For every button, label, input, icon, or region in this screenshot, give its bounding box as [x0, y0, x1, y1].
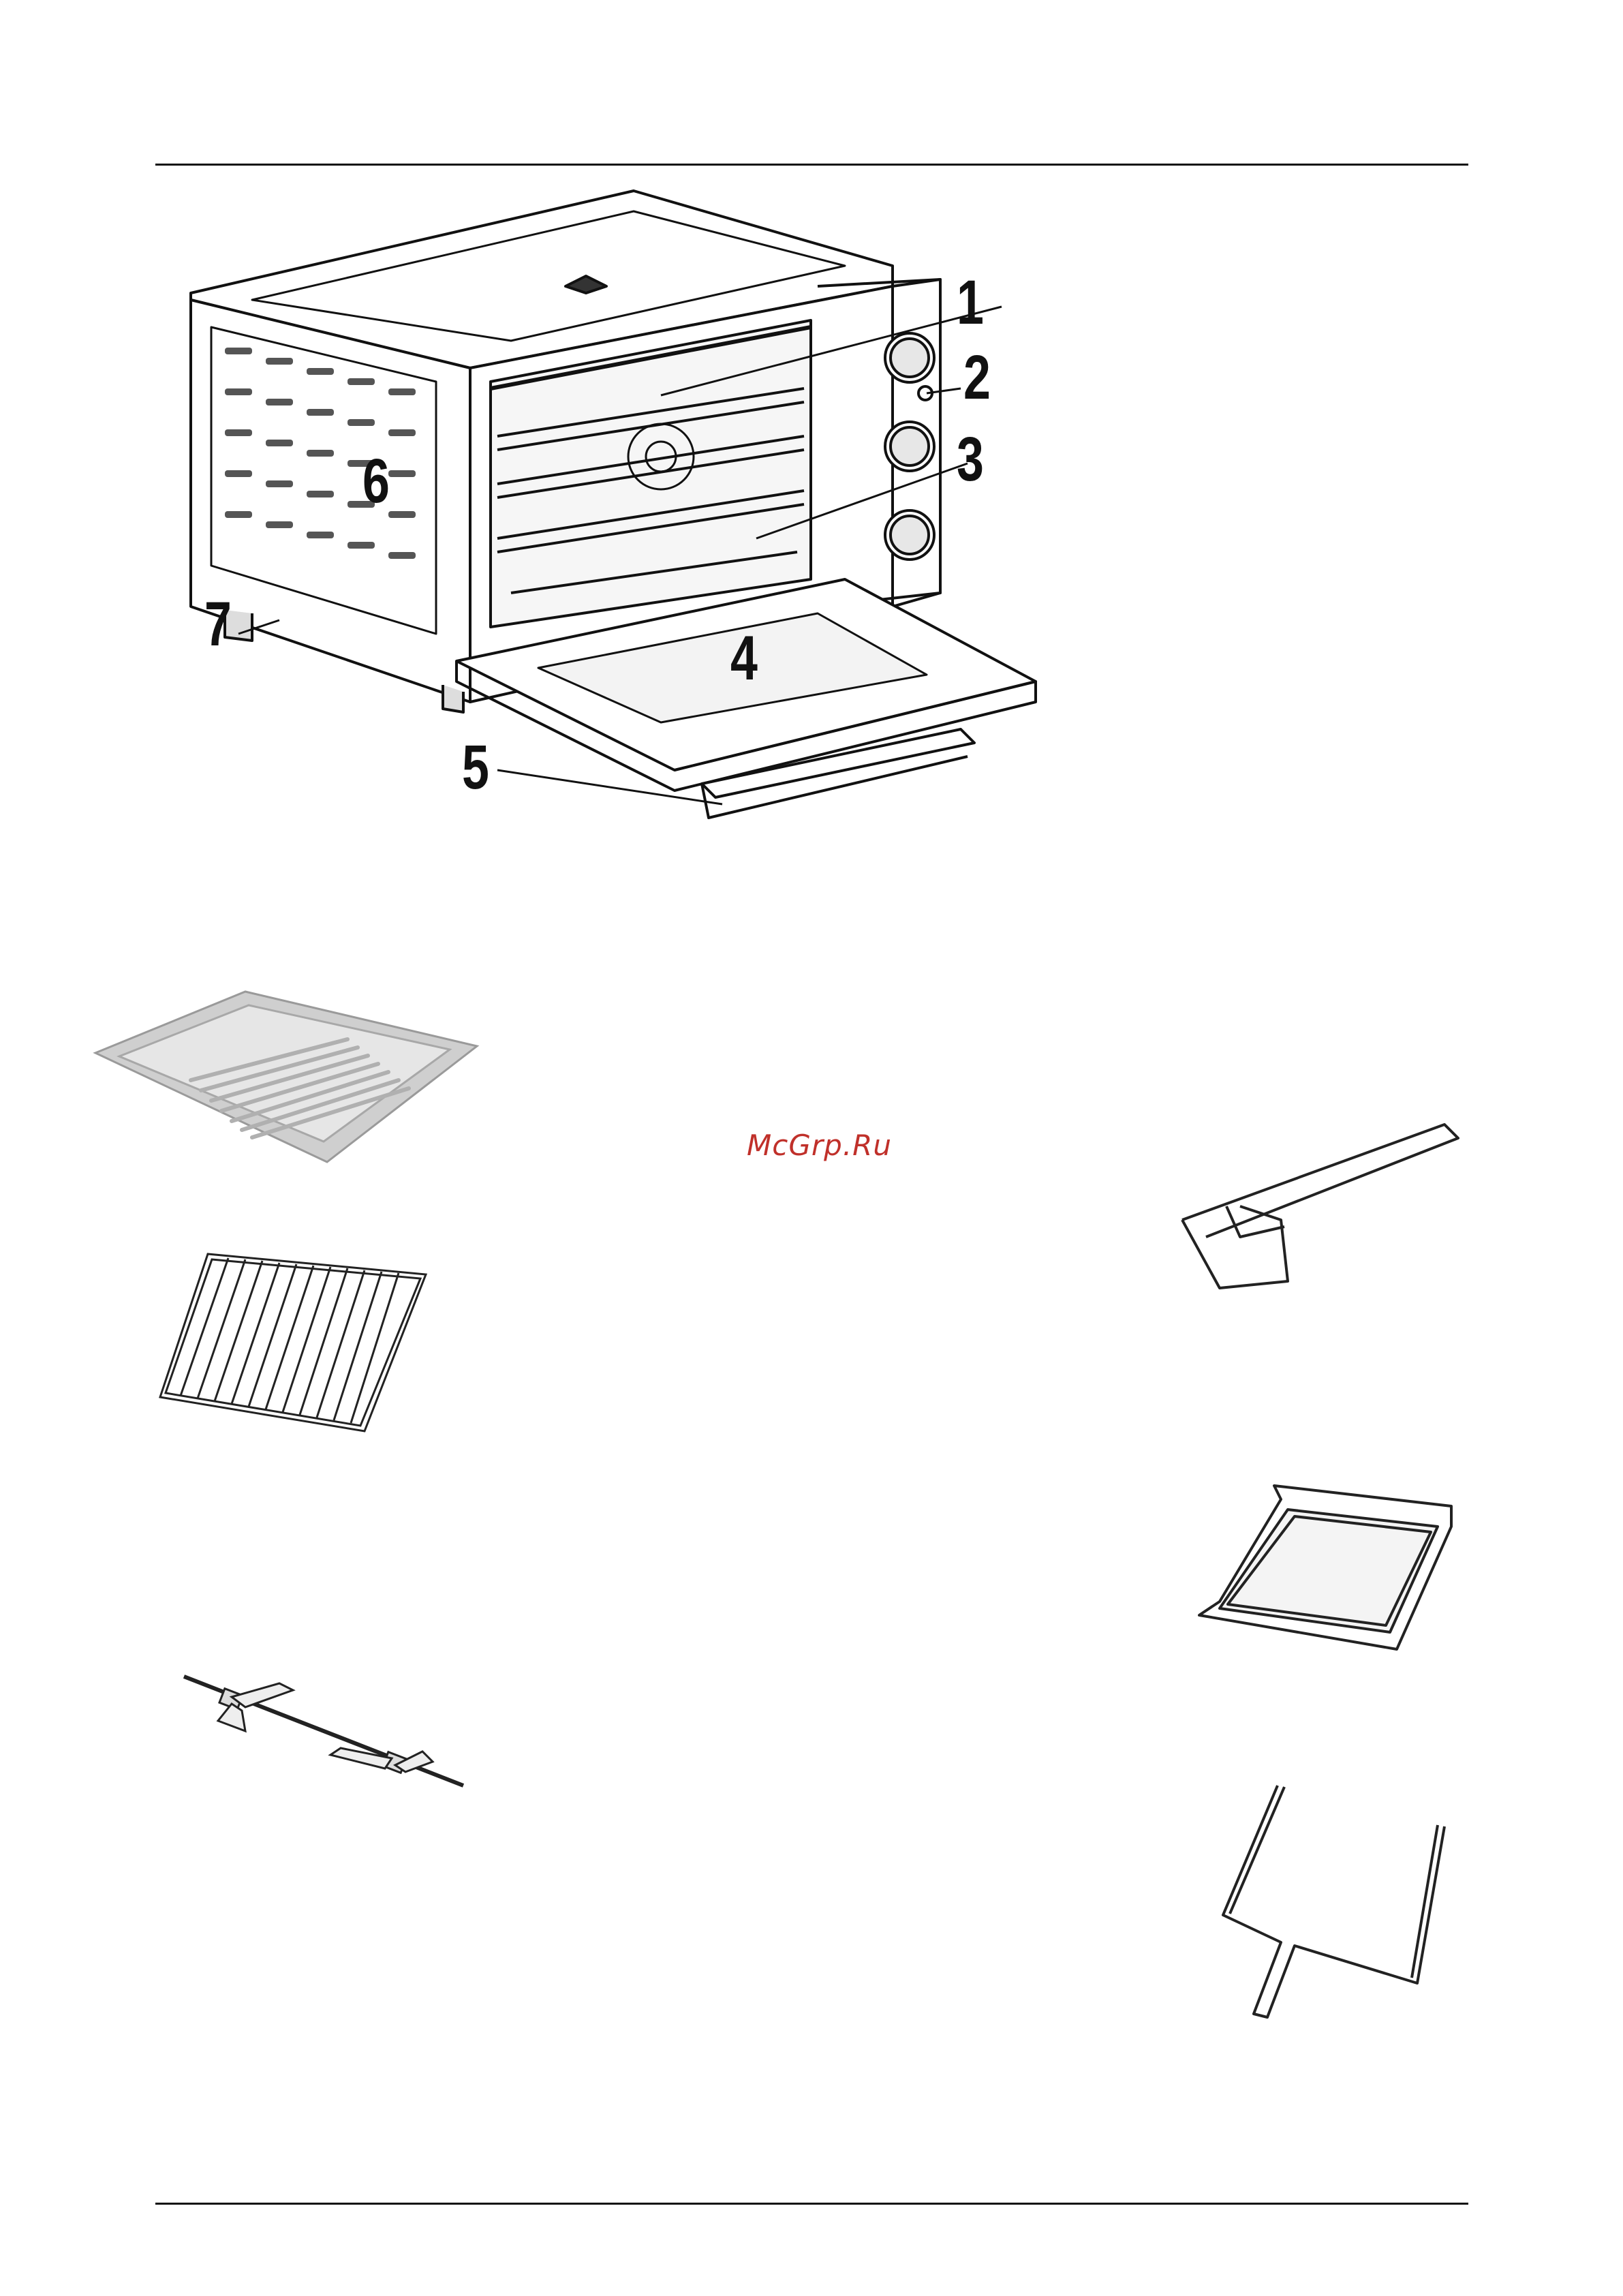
tray-handle-icon: [1172, 1118, 1472, 1295]
rotisserie-handle-icon: [1213, 1779, 1458, 2024]
baking-tray-icon: [89, 985, 484, 1176]
footer-rule: [155, 2203, 1468, 2205]
callout-1: 1: [957, 271, 984, 334]
callout-4: 4: [730, 627, 758, 690]
oven-illustration: [184, 184, 1070, 852]
watermark: McGrp.Ru: [747, 1129, 892, 1162]
callout-3: 3: [957, 428, 984, 491]
rotisserie-spit-icon: [177, 1670, 470, 1792]
header-rule: [155, 164, 1468, 166]
callout-7: 7: [204, 593, 232, 656]
callout-6: 6: [362, 450, 390, 512]
callout-5: 5: [462, 736, 489, 799]
crumb-tray-icon: [1192, 1479, 1458, 1656]
wire-rack-icon: [153, 1247, 433, 1438]
callout-2: 2: [963, 346, 991, 409]
